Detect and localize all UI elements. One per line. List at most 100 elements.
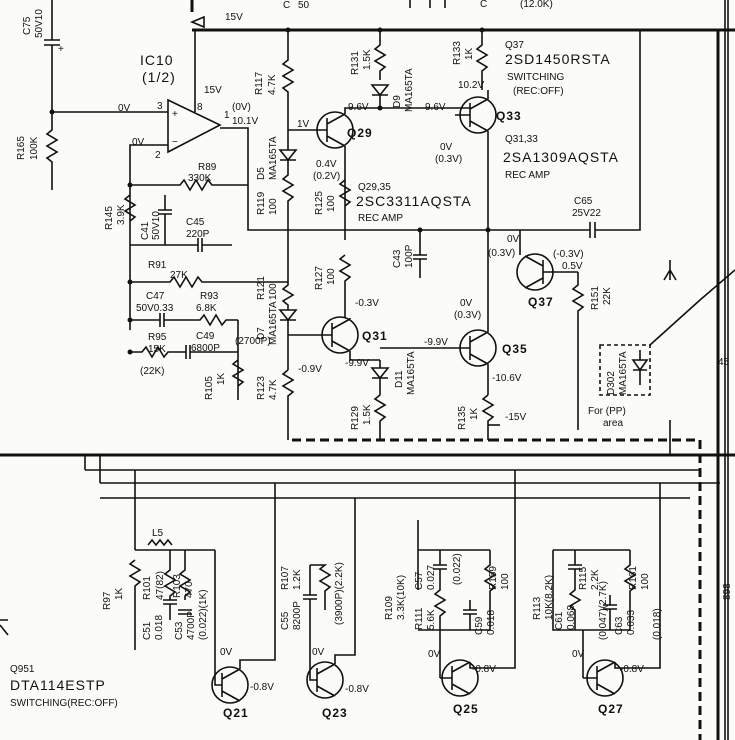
- r161-value: 100: [640, 573, 651, 590]
- q23-leads: [309, 655, 336, 697]
- r125-ref: R125: [314, 191, 325, 215]
- r145-resistor: [123, 194, 137, 222]
- q27-leads: [583, 661, 616, 695]
- v-q29-base: 1V: [297, 119, 310, 130]
- ic10-plus: +: [172, 109, 178, 120]
- r101-value: 47(82): [155, 571, 166, 600]
- r145-value: 3.9K: [116, 204, 127, 225]
- d302-value: MA165TA: [618, 351, 629, 395]
- c47-value: 50V0.33: [136, 303, 174, 314]
- r95-value2: (22K): [140, 366, 164, 377]
- d302-ref: D302: [606, 371, 617, 395]
- d11-value: MA165TA: [406, 351, 417, 395]
- q25-c-wire: [469, 470, 516, 669]
- r89-value: 330K: [188, 173, 212, 184]
- v-q35-b: -9.9V: [424, 337, 448, 348]
- r159-ref: R159: [488, 566, 499, 590]
- junction: [377, 27, 383, 33]
- q33-leads: [455, 98, 489, 132]
- c47-r93: [130, 313, 238, 327]
- c45-value: 220P: [186, 229, 210, 240]
- q21-transistor: [211, 666, 249, 704]
- c49-value2: (2700P): [235, 336, 271, 347]
- r95-value: 15K: [148, 344, 166, 355]
- q31-33-refs: Q31,33: [505, 134, 538, 145]
- leader-line: [649, 269, 735, 346]
- c43-ref: C43: [392, 249, 403, 268]
- r111-ref: R111: [414, 607, 425, 630]
- v-q33-b: 9.6V: [425, 102, 446, 113]
- r117-ref: R117: [254, 71, 265, 95]
- ic10-ref: IC10: [140, 52, 174, 68]
- ic10-unit: (1/2): [142, 69, 176, 85]
- r161-ref: R161: [628, 566, 639, 590]
- c43-cap: [413, 230, 427, 278]
- r123-resistor: [281, 369, 295, 440]
- r103-ref: R103: [172, 574, 183, 598]
- q29-leads: [316, 113, 346, 147]
- c55-ref: C55: [280, 611, 291, 630]
- c41-cap: [158, 195, 172, 245]
- r117-resistor: [281, 30, 295, 150]
- q25-label: Q25: [453, 702, 479, 716]
- r129-value: 1.5K: [362, 404, 373, 425]
- c53-value: 4700P: [186, 611, 197, 640]
- r119-resistor: [281, 160, 295, 270]
- c51-ref: C51: [142, 621, 153, 640]
- c45-ref: C45: [186, 217, 205, 228]
- r123-ref: R123: [256, 376, 267, 400]
- left-arrow-stub: [0, 619, 9, 636]
- c75-cap: [44, 0, 60, 112]
- junction: [127, 182, 133, 188]
- r91-value: 27K: [170, 270, 188, 281]
- q31-wires: [349, 318, 380, 361]
- d9-value: MA165TA: [404, 68, 415, 112]
- q31-33-part: 2SA1309AQSTA: [503, 149, 619, 165]
- r119-ref: R119: [256, 191, 267, 215]
- r103-value: 470: [184, 581, 195, 598]
- q31-leads: [288, 318, 351, 352]
- v-q37-a: (-0.3V): [553, 249, 584, 260]
- junction: [127, 279, 133, 285]
- r135-resistor: [481, 394, 495, 440]
- r105-value: 1K: [216, 372, 227, 385]
- q21-leads: [214, 660, 241, 702]
- v-q25-b: 0V: [428, 649, 441, 660]
- c55-cap: [303, 565, 317, 655]
- r165-resistor: [45, 112, 59, 190]
- r133-value: 1K: [464, 47, 475, 60]
- r133-ref: R133: [452, 41, 463, 65]
- rail-arrow: [189, 15, 205, 29]
- c51-value: 0.018: [154, 615, 165, 640]
- bottom-net-1: [134, 470, 216, 560]
- v-q35-e: -10.6V: [492, 373, 522, 384]
- rail-label: 15V: [225, 12, 243, 23]
- q35-leads: [380, 331, 489, 365]
- edge-898: 898: [722, 583, 733, 600]
- r121-ref: R121: [256, 276, 267, 300]
- pp-label-1: For (PP): [588, 406, 626, 417]
- c63-ref: C63: [614, 616, 625, 635]
- ic10-pin3: 3: [157, 101, 163, 112]
- ic10-minus: −: [172, 137, 178, 148]
- q37-label: Q37: [528, 295, 554, 309]
- bus-line-2: [84, 455, 720, 484]
- ic10-opamp: [167, 98, 222, 154]
- c57-value: 0.027: [426, 565, 437, 590]
- r135-value: 1K: [469, 407, 480, 420]
- r101-ref: R101: [142, 576, 153, 600]
- ic10-pin8: 8: [197, 102, 203, 113]
- r113-value: 10K(8.2K): [544, 575, 555, 620]
- r159-resistor: [483, 550, 497, 630]
- r95-ref: R95: [148, 332, 167, 343]
- r101-c51: [163, 550, 177, 620]
- c49-ref: C49: [196, 331, 215, 342]
- q29-label: Q29: [347, 126, 373, 140]
- c61-value: 0.068: [566, 605, 577, 630]
- q37-func: SWITCHING: [507, 72, 564, 83]
- r115-value: 2.2K: [590, 569, 601, 590]
- c43-value: 100P: [404, 244, 415, 268]
- v-q37-b: 0.5V: [562, 261, 583, 272]
